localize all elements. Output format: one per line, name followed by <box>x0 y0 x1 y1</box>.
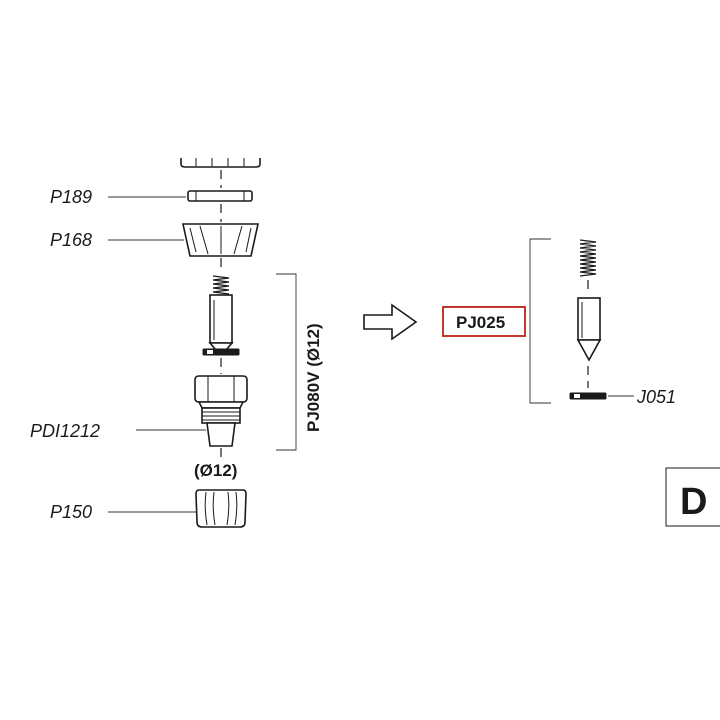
plunger-part <box>202 294 240 356</box>
cropped-corner-box <box>665 467 720 527</box>
p150-label: P150 <box>50 502 92 522</box>
j051-label: J051 <box>636 387 676 407</box>
p189-washer-part <box>187 190 253 202</box>
p150-cap-part <box>195 489 247 528</box>
kit-pin-part <box>576 297 602 362</box>
kit-spring-part <box>579 239 597 277</box>
pj080v-bracket <box>276 273 297 451</box>
pdi1212-label: PDI1212 <box>30 421 100 441</box>
pdi1212-fitting-part <box>194 375 248 447</box>
p168-nut-part <box>182 223 259 257</box>
top-cap-part <box>180 158 261 168</box>
pj080v-label: PJ080V (Ø12) <box>304 323 323 432</box>
spring-part <box>212 275 230 295</box>
diameter-label: (Ø12) <box>194 461 237 480</box>
pj025-highlight-box <box>442 306 526 337</box>
cropped-corner-letter: D <box>680 481 707 523</box>
pj025-label: PJ025 <box>456 313 505 332</box>
j051-washer-part <box>569 392 607 400</box>
pj025-bracket <box>529 238 551 404</box>
right-arrow-outline-icon <box>363 303 418 341</box>
p168-label: P168 <box>50 230 92 250</box>
p189-label: P189 <box>50 187 92 207</box>
